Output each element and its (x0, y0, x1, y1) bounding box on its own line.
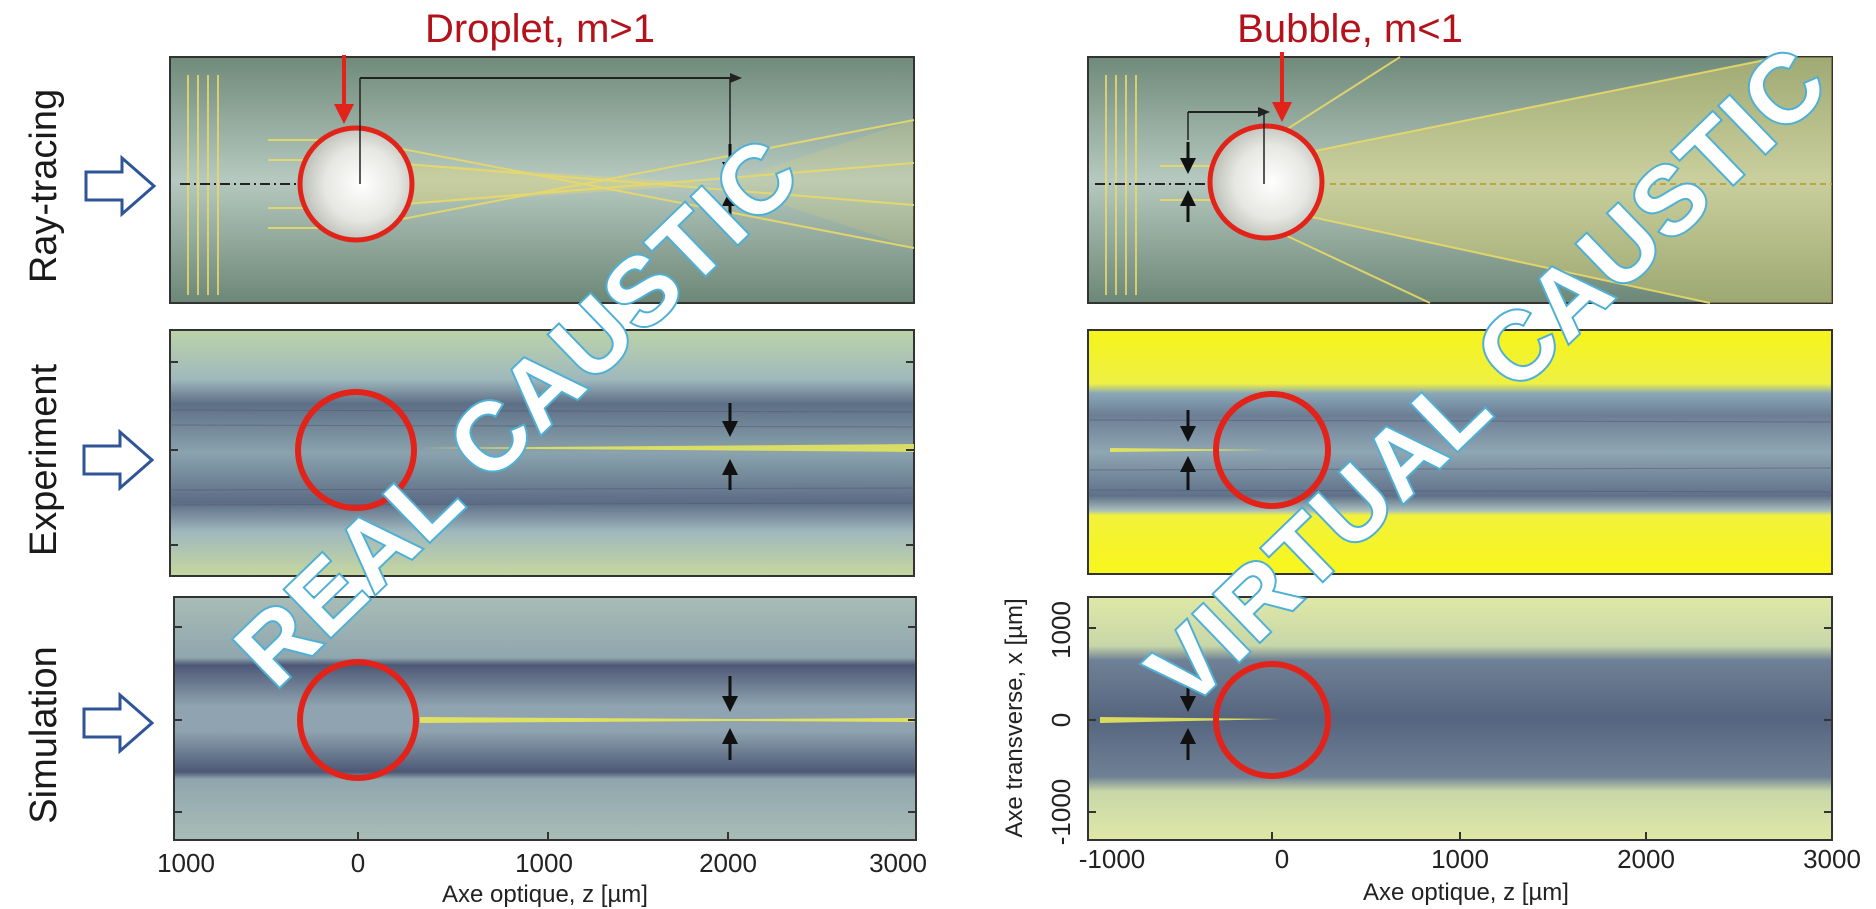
right-x-tick: 2000 (1617, 844, 1675, 874)
row-label-simulation: Simulation (23, 646, 65, 823)
right-x-tick: 0 (1275, 844, 1289, 874)
bubble-ray-tracing-panel (1087, 52, 1833, 304)
left-x-tick: 3000 (869, 848, 927, 878)
right-y-tick: 0 (1046, 713, 1076, 727)
right-y-axis-title: Axe transverse, x [µm] (1001, 598, 1028, 837)
left-x-tick: 2000 (699, 848, 757, 878)
row-arrow-icon (82, 428, 155, 492)
left-column-title: Droplet, m>1 (425, 7, 655, 51)
droplet-ray-tracing-panel (169, 55, 915, 304)
right-x-tick: -1000 (1079, 844, 1146, 874)
right-x-tick: 3000 (1803, 844, 1861, 874)
left-x-tick: 1000 (157, 848, 215, 878)
right-y-tick: -1000 (1046, 779, 1076, 846)
right-column-title: Bubble, m<1 (1237, 7, 1463, 51)
droplet-simulation-panel (173, 596, 917, 841)
row-label-ray-tracing: Ray-tracing (23, 89, 65, 283)
left-x-axis-title: Axe optique, z [µm] (442, 881, 648, 908)
bubble-simulation-panel (1087, 596, 1833, 841)
left-x-tick: 0 (351, 848, 365, 878)
droplet-experiment-panel (169, 329, 915, 577)
row-arrow-icon (84, 154, 157, 218)
right-x-tick: 1000 (1431, 844, 1489, 874)
right-x-axis-title: Axe optique, z [µm] (1363, 879, 1569, 906)
bubble-experiment-panel (1087, 329, 1833, 575)
row-arrow-icon (82, 691, 155, 755)
row-label-experiment: Experiment (23, 363, 65, 556)
left-x-tick: 1000 (515, 848, 573, 878)
right-y-tick: 1000 (1046, 601, 1076, 659)
